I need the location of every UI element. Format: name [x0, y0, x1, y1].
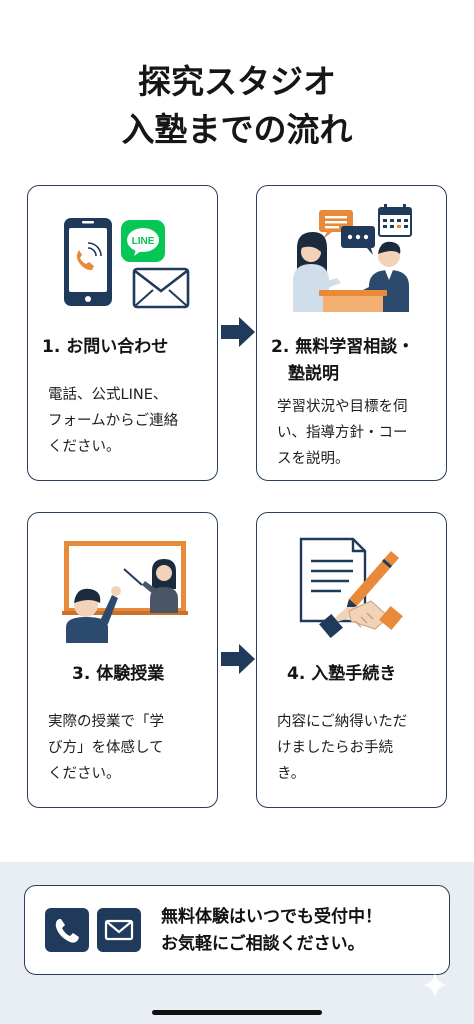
teacher-figure [142, 559, 178, 613]
step-description: 実際の授業で「学 び方」を体感して ください。 [48, 714, 164, 782]
arrow-right-icon [221, 644, 255, 674]
phone-icon[interactable] [45, 908, 89, 952]
step-title: 1. お問い合わせ [42, 337, 169, 357]
page-title: 探究スタジオ 入塾までの流れ [0, 58, 474, 154]
step-card-enrollment: 4. 入塾手続き 内容にご納得いただ けましたらお手続 き。 [256, 512, 447, 808]
smartphone-call-icon [64, 218, 112, 306]
contact-banner[interactable]: 無料体験はいつでも受付中！ お気軽にご相談ください。 [24, 885, 450, 975]
step-description: 学習状況や目標を伺 い、指導方針・コー スを説明。 [277, 399, 408, 467]
handshake-icon [319, 600, 403, 639]
title-line-1: 探究スタジオ [138, 62, 336, 101]
classroom-illustration [62, 541, 188, 643]
desk-front [323, 296, 383, 312]
student-figure [66, 586, 121, 643]
chat-bubbles-icon [319, 210, 375, 255]
line-app-icon: LINE [121, 220, 165, 262]
step-card-consultation: 2. 無料学習相談・ 塾説明 学習状況や目標を伺 い、指導方針・コー スを説明。 [256, 185, 447, 481]
step-card-inquiry: LINE 1. お問い合わせ 電話、公式LINE、 フォームからご連絡 ください… [27, 185, 218, 481]
step-card-trial-lesson: 3. 体験授業 実際の授業で「学 び方」を体感して ください。 [27, 512, 218, 808]
parent-figure [293, 232, 341, 312]
contact-message: 無料体験はいつでも受付中！ お気軽にご相談ください。 [161, 907, 382, 954]
step-title: 3. 体験授業 [72, 664, 165, 684]
line-badge-text: LINE [132, 236, 155, 247]
calendar-icon [378, 204, 412, 237]
pointer-icon [123, 568, 143, 586]
document-pen-icon [299, 537, 399, 623]
step-description: 内容にご納得いただ けましたらお手続 き。 [277, 714, 408, 782]
sparkle-icon [423, 973, 447, 997]
step-title: 2. 無料学習相談・ 塾説明 [271, 337, 415, 384]
home-indicator[interactable] [152, 1010, 322, 1015]
envelope-icon [132, 267, 190, 309]
desk [319, 290, 387, 296]
step-description: 電話、公式LINE、 フォームからご連絡 ください。 [48, 387, 179, 455]
consultation-illustration [293, 204, 412, 312]
mail-icon[interactable] [97, 908, 141, 952]
enrollment-illustration [299, 537, 403, 639]
title-line-2: 入塾までの流れ [121, 110, 353, 149]
step-title: 4. 入塾手続き [287, 664, 397, 684]
arrow-right-icon [221, 317, 255, 347]
inquiry-illustration: LINE [64, 218, 190, 309]
